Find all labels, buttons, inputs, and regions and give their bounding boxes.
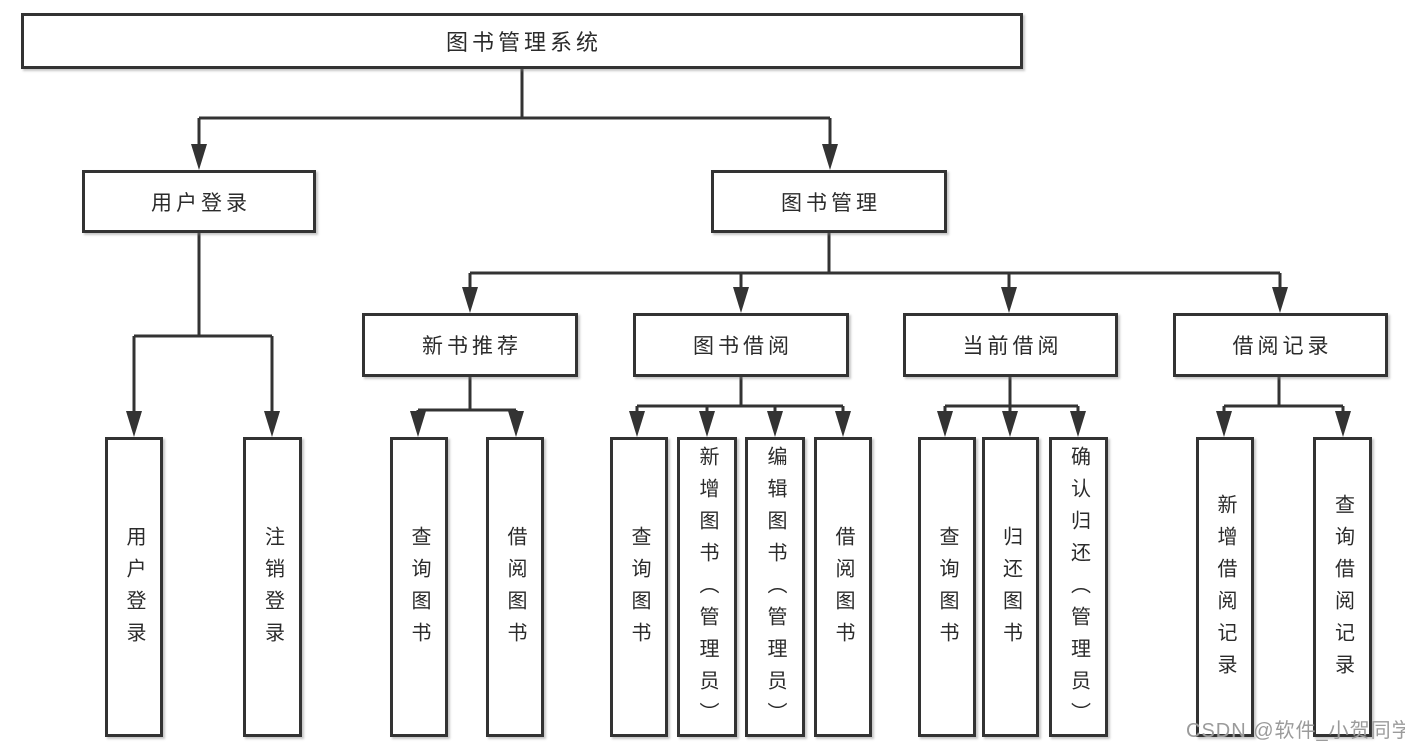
leaf-return-books: 归还图书: [982, 437, 1039, 737]
arrow-icon: [629, 411, 645, 437]
arrow-icon: [822, 144, 838, 170]
arrow-heads: [126, 144, 1351, 437]
arrow-icon: [835, 411, 851, 437]
arrow-icon: [191, 144, 207, 170]
watermark: CSDN @软件_小贺同学: [1186, 720, 1405, 742]
leaf-add-borrow-record: 新增借阅记录: [1196, 437, 1254, 737]
arrow-icon: [1070, 411, 1086, 437]
leaf-add-book-admin: 新增图书（管理员）: [677, 437, 737, 737]
node-user-login: 用户登录: [82, 170, 316, 233]
connector-book-borrowing: [635, 377, 845, 414]
arrow-icon: [767, 411, 783, 437]
node-library-system: 图书管理系统: [21, 13, 1023, 69]
leaf-confirm-return-admin: 确认归还（管理员）: [1049, 437, 1108, 737]
connector-user-login: [132, 233, 274, 413]
arrow-icon: [937, 411, 953, 437]
leaf-logout: 注销登录: [243, 437, 302, 737]
connector-book-management: [468, 233, 1282, 290]
leaf-query-borrow-record: 查询借阅记录: [1313, 437, 1372, 737]
arrow-icon: [1001, 287, 1017, 313]
arrow-icon: [126, 411, 142, 437]
arrow-icon: [410, 411, 426, 437]
node-borrowing-records: 借阅记录: [1173, 313, 1388, 377]
leaf-query-books-borrow: 查询图书: [610, 437, 668, 737]
leaf-borrow-books-new: 借阅图书: [486, 437, 544, 737]
leaf-query-books-new: 查询图书: [390, 437, 448, 737]
arrow-icon: [699, 411, 715, 437]
connector-current-borrowing: [943, 377, 1080, 414]
node-new-book-recommend: 新书推荐: [362, 313, 578, 377]
node-current-borrowing: 当前借阅: [903, 313, 1118, 377]
arrow-icon: [1216, 411, 1232, 437]
arrow-icon: [462, 287, 478, 313]
leaf-edit-book-admin: 编辑图书（管理员）: [745, 437, 805, 737]
arrow-icon: [508, 411, 524, 437]
connector-root: [197, 69, 832, 146]
leaf-borrow-books: 借阅图书: [814, 437, 872, 737]
leaf-user-login: 用户登录: [105, 437, 163, 737]
arrow-icon: [733, 287, 749, 313]
arrow-icon: [1335, 411, 1351, 437]
node-book-borrowing: 图书借阅: [633, 313, 849, 377]
connector-borrowing-records: [1222, 377, 1345, 414]
node-book-management: 图书管理: [711, 170, 947, 233]
leaf-query-books-current: 查询图书: [918, 437, 976, 737]
arrow-icon: [1272, 287, 1288, 313]
arrow-icon: [1002, 411, 1018, 437]
arrow-icon: [264, 411, 280, 437]
connector-new-book: [416, 377, 518, 414]
